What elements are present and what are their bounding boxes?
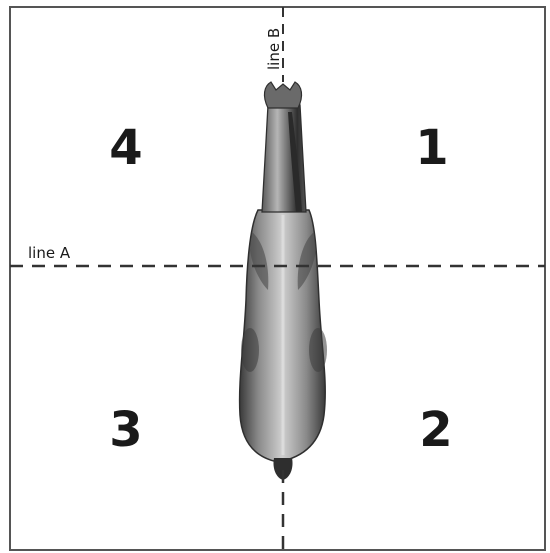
line-b-label: line B [265,28,283,70]
horse-top-view-illustration [240,82,327,480]
quadrant-2-label: 2 [419,402,452,458]
quadrant-4-label: 4 [109,120,142,176]
quadrant-1-label: 1 [415,120,448,176]
quadrant-3-label: 3 [109,402,142,458]
line-a-label: line A [28,244,71,262]
